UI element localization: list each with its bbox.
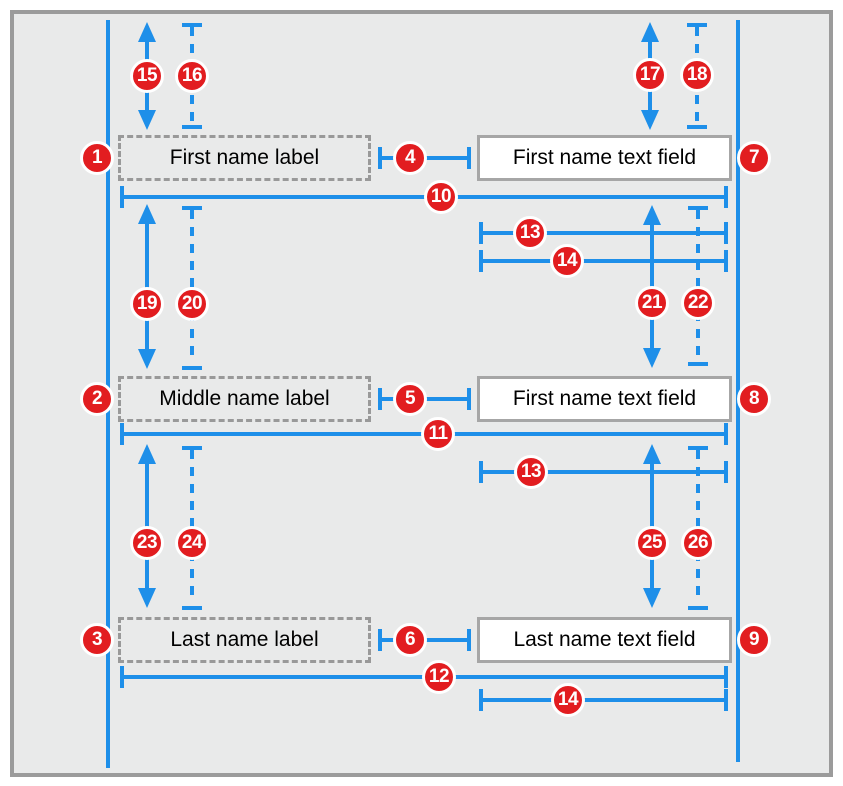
constraint-badge-26: 26: [681, 526, 715, 560]
row1-label-box: First name label: [118, 135, 371, 181]
constraint-badge-23: 23: [130, 526, 164, 560]
field-width-line-13b-left-cap: [479, 461, 483, 483]
constraint-badge-24: 24: [175, 526, 209, 560]
field-width-line-13b-right-cap: [724, 461, 728, 483]
width-line-10-left-cap: [120, 186, 124, 208]
row3-spacing-left-cap: [378, 629, 382, 651]
row2-field-text: First name text field: [512, 387, 697, 410]
field-width-line-13a: [479, 231, 728, 235]
width-line-12-left-cap: [120, 666, 124, 688]
arrowhead-up-icon: [138, 444, 156, 464]
constraint-badge-3: 3: [80, 623, 114, 657]
dash-line-22: [696, 210, 700, 358]
dash-line-18-top-cap: [687, 23, 707, 27]
row1-label-text: First name label: [169, 146, 320, 169]
constraint-badge-18: 18: [680, 58, 714, 92]
dash-line-24-top-cap: [182, 446, 202, 450]
row1-field-text: First name text field: [512, 146, 697, 169]
row1-text-field-box: First name text field: [477, 135, 732, 181]
dash-line-20: [190, 210, 194, 362]
constraint-badge-6: 6: [393, 623, 427, 657]
arrowhead-down-icon: [138, 110, 156, 130]
arrowhead-up-icon: [643, 444, 661, 464]
field-width-line-14a: [479, 259, 728, 263]
arrowhead-down-icon: [138, 349, 156, 369]
row3-spacing-right-cap: [467, 629, 471, 651]
field-width-line-14b-right-cap: [724, 689, 728, 711]
field-width-line-14a-right-cap: [724, 250, 728, 272]
row2-label-box: Middle name label: [118, 376, 371, 422]
row1-spacing-right-cap: [467, 147, 471, 169]
row3-field-text: Last name text field: [513, 628, 696, 651]
arrowhead-down-icon: [643, 588, 661, 608]
width-line-11-right-cap: [724, 423, 728, 445]
constraint-badge-1: 1: [80, 141, 114, 175]
arrowhead-up-icon: [641, 22, 659, 42]
dash-line-20-bottom-cap: [182, 366, 202, 370]
row3-text-field-box: Last name text field: [477, 617, 732, 663]
width-line-11-left-cap: [120, 423, 124, 445]
row2-spacing-left-cap: [378, 388, 382, 410]
dash-line-20-top-cap: [182, 206, 202, 210]
arrowhead-up-icon: [643, 205, 661, 225]
constraint-badge-12: 12: [422, 660, 456, 694]
constraint-badge-11: 11: [421, 417, 455, 451]
constraint-badge-9: 9: [737, 623, 771, 657]
field-width-line-13a-left-cap: [479, 222, 483, 244]
constraint-badge-4: 4: [393, 141, 427, 175]
constraint-badge-13a: 13: [513, 216, 547, 250]
arrowhead-up-icon: [138, 204, 156, 224]
arrowhead-down-icon: [643, 348, 661, 368]
row3-label-box: Last name label: [118, 617, 371, 663]
constraint-badge-7: 7: [737, 141, 771, 175]
constraint-badge-14a: 14: [550, 244, 584, 278]
dash-line-16-bottom-cap: [182, 125, 202, 129]
field-width-line-13b: [479, 470, 728, 474]
constraint-badge-10: 10: [424, 180, 458, 214]
constraint-badge-15: 15: [130, 59, 164, 93]
field-width-line-14b-left-cap: [479, 689, 483, 711]
constraint-badge-8: 8: [737, 382, 771, 416]
constraint-badge-13b: 13: [514, 455, 548, 489]
spacing-arrow-19-shaft: [145, 222, 149, 351]
width-line-10-right-cap: [724, 186, 728, 208]
row2-text-field-box: First name text field: [477, 376, 732, 422]
constraint-badge-5: 5: [393, 382, 427, 416]
constraint-badge-21: 21: [635, 286, 669, 320]
field-width-line-14b: [479, 698, 728, 702]
dash-line-16-top-cap: [182, 23, 202, 27]
arrowhead-down-icon: [138, 588, 156, 608]
constraint-badge-19: 19: [130, 287, 164, 321]
row3-label-text: Last name label: [170, 628, 319, 651]
constraint-badge-25: 25: [635, 526, 669, 560]
constraint-badge-20: 20: [175, 287, 209, 321]
constraint-badge-2: 2: [80, 382, 114, 416]
arrowhead-up-icon: [138, 22, 156, 42]
constraint-badge-16: 16: [175, 59, 209, 93]
field-width-line-13a-right-cap: [724, 222, 728, 244]
row2-spacing-right-cap: [467, 388, 471, 410]
constraint-badge-22: 22: [681, 286, 715, 320]
arrowhead-down-icon: [641, 110, 659, 130]
constraint-badge-17: 17: [633, 58, 667, 92]
constraint-badge-14b: 14: [551, 683, 585, 717]
row1-spacing-left-cap: [378, 147, 382, 169]
dash-line-26-bottom-cap: [688, 606, 708, 610]
field-width-line-14a-left-cap: [479, 250, 483, 272]
dash-line-22-top-cap: [688, 206, 708, 210]
dash-line-22-bottom-cap: [688, 362, 708, 366]
dash-line-24-bottom-cap: [182, 606, 202, 610]
row2-label-text: Middle name label: [159, 387, 330, 410]
dash-line-26-top-cap: [688, 446, 708, 450]
dash-line-18-bottom-cap: [687, 125, 707, 129]
width-line-12-right-cap: [724, 666, 728, 688]
